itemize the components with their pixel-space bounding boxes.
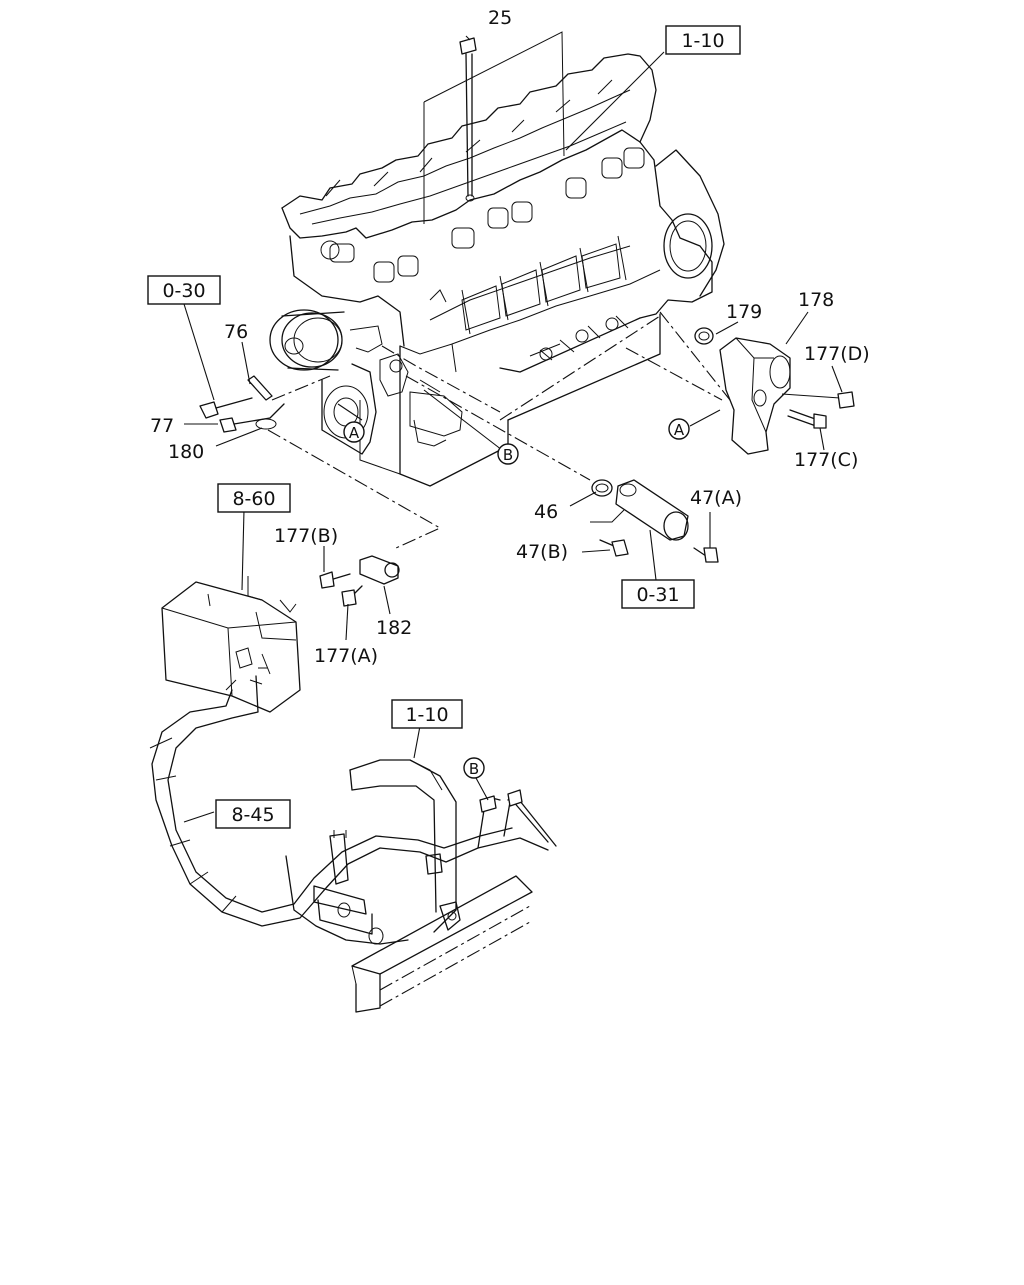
callout-77: 77 [150, 415, 174, 437]
ref-box-8-60: 8-60 [217, 483, 291, 513]
callout-179: 179 [726, 301, 762, 323]
sensor-182 [319, 555, 400, 607]
svg-text:B: B [503, 446, 513, 464]
engine-block [269, 53, 725, 487]
callout-47b: 47(B) [516, 541, 568, 563]
callout-177b: 177(B) [274, 525, 338, 547]
chassis-frame [285, 759, 533, 1013]
callout-177c: 177(C) [794, 449, 858, 471]
ref-box-0-31: 0-31 [621, 579, 695, 609]
callout-76: 76 [224, 321, 248, 343]
water-pipe [381, 345, 719, 563]
ref-label-0-30: 0-30 [162, 280, 205, 302]
coolant-reservoir [161, 576, 301, 713]
callout-180: 180 [168, 441, 204, 463]
ref-box-1-10-mid: 1-10 [391, 699, 463, 729]
leader-lines [183, 35, 843, 823]
marker-b-pipe: B [463, 757, 485, 779]
callout-47a: 47(A) [690, 487, 742, 509]
ref-box-0-30: 0-30 [147, 275, 221, 305]
svg-text:B: B [469, 760, 479, 778]
callout-177a: 177(A) [314, 645, 378, 667]
bolt-25 [423, 31, 565, 224]
marker-a-engine: A [343, 421, 365, 443]
ref-label-1-10-mid: 1-10 [405, 704, 448, 726]
ref-label-8-60: 8-60 [232, 488, 275, 510]
ref-box-8-45: 8-45 [215, 799, 291, 829]
callout-177d: 177(D) [804, 343, 870, 365]
callout-178: 178 [798, 289, 834, 311]
marker-a-elbow: A [668, 418, 690, 440]
callout-182: 182 [376, 617, 412, 639]
callout-25: 25 [488, 7, 512, 29]
marker-b-engine: B [497, 443, 519, 465]
ref-label-0-31: 0-31 [636, 584, 679, 606]
callout-46: 46 [534, 501, 558, 523]
coolant-hose [149, 675, 557, 927]
bracket-76-77 [199, 375, 442, 549]
svg-text:A: A [674, 421, 685, 439]
ref-box-1-10-top: 1-10 [665, 25, 741, 55]
ref-label-8-45: 8-45 [231, 804, 274, 826]
ref-label-1-10-top: 1-10 [681, 30, 724, 52]
elbow-assembly [499, 311, 855, 455]
svg-text:A: A [349, 424, 360, 442]
